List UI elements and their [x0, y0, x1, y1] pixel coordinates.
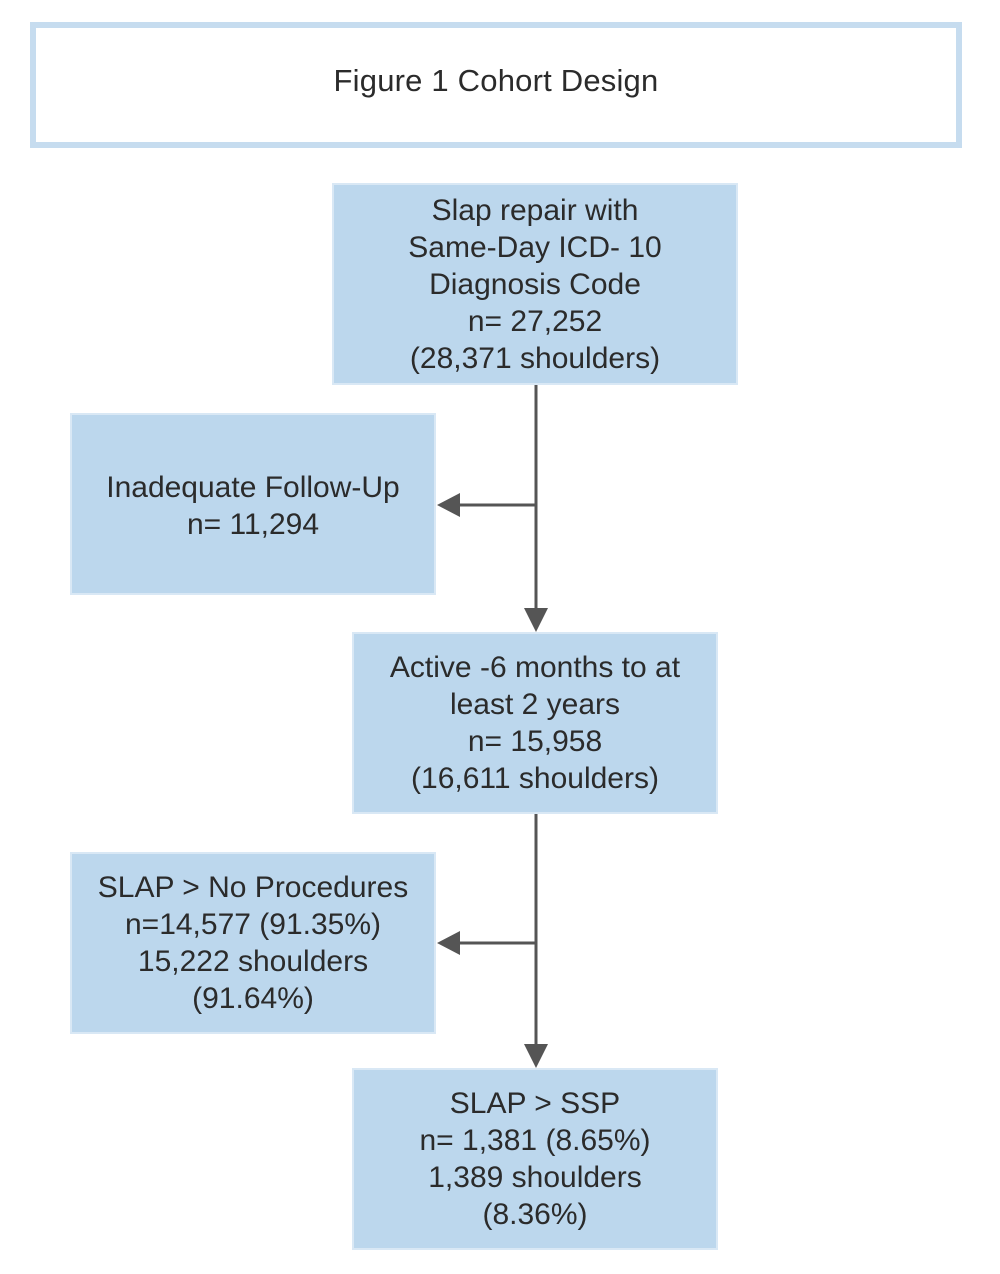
active-line-1: Active -6 months to at: [389, 651, 681, 684]
figure-title: Figure 1 Cohort Design: [333, 63, 659, 98]
ssp-line-3: 1,389 shoulders: [428, 1161, 642, 1194]
ssp-box: SLAP > SSP n= 1,381 (8.65%) 1,389 should…: [352, 1068, 718, 1250]
excluded-followup-box: Inadequate Follow-Up n= 11,294: [70, 413, 436, 595]
no-procedures-line-4: (91.64%): [192, 982, 314, 1015]
excluded-followup-line-1: Inadequate Follow-Up: [106, 471, 400, 504]
no-procedures-line-1: SLAP > No Procedures: [97, 871, 409, 904]
active-cohort-box: Active -6 months to at least 2 years n= …: [352, 632, 718, 814]
ssp-line-2: n= 1,381 (8.65%): [419, 1124, 651, 1157]
arrowhead-to-active: [524, 608, 548, 632]
cohort-start-box: Slap repair with Same-Day ICD- 10 Diagno…: [332, 183, 738, 385]
excluded-followup-line-2: n= 11,294: [186, 508, 320, 541]
ssp-line-1: SLAP > SSP: [449, 1087, 621, 1120]
start-line-3: Diagnosis Code: [429, 267, 641, 301]
start-line-2: Same-Day ICD- 10: [408, 230, 662, 264]
start-line-1: Slap repair with: [431, 193, 639, 227]
active-line-2: least 2 years: [449, 688, 621, 721]
arrowhead-to-excluded-followup: [437, 493, 460, 517]
arrowhead-to-no-procedures: [437, 931, 460, 955]
start-line-5: (28,371 shoulders): [409, 341, 661, 375]
no-procedures-line-3: 15,222 shoulders: [137, 945, 369, 978]
ssp-line-4: (8.36%): [482, 1198, 588, 1231]
active-line-3: n= 15,958: [467, 725, 603, 758]
arrowhead-to-ssp: [524, 1044, 548, 1068]
no-procedures-line-2: n=14,577 (91.35%): [124, 908, 382, 941]
active-line-4: (16,611 shoulders): [411, 762, 659, 795]
start-line-4: n= 27,252: [467, 304, 603, 338]
figure-title-box: Figure 1 Cohort Design: [30, 22, 962, 148]
no-procedures-box: SLAP > No Procedures n=14,577 (91.35%) 1…: [70, 852, 436, 1034]
